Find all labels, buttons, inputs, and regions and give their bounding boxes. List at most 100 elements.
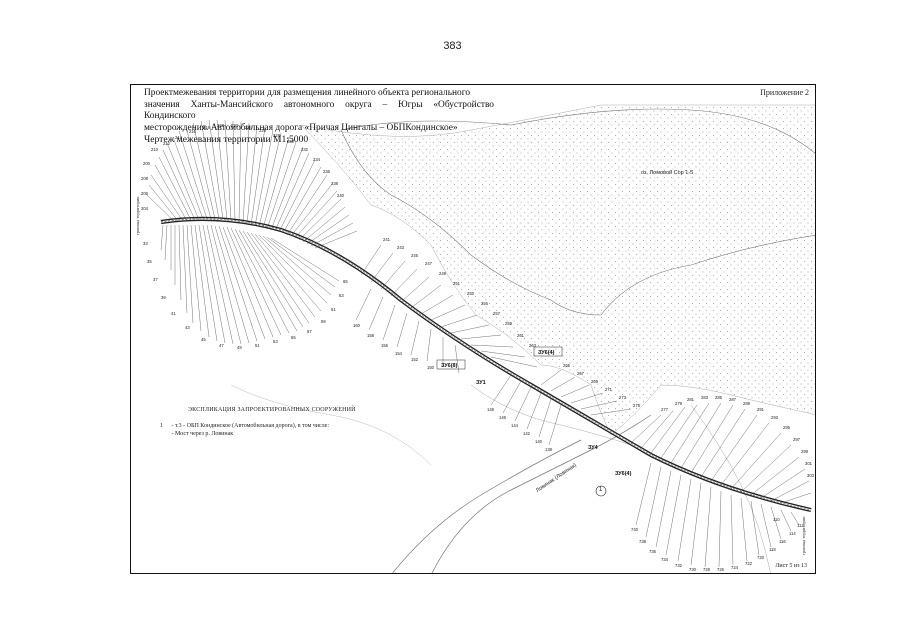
svg-text:299: 299 [801,449,809,454]
vertical-label-right: граница территории [801,516,806,555]
zone-box [533,346,563,357]
legend-key: 1 [160,423,163,429]
object-marker-label: 1 [599,487,603,493]
svg-text:297: 297 [793,437,801,442]
legend-row: - Мост через р. Ловинак [160,430,420,438]
svg-text:251: 251 [453,281,461,286]
svg-text:728: 728 [703,567,711,572]
terrain-contour [470,384,632,446]
legend: ЭКСПЛИКАЦИЯ ЗАПРОЕКТИРОВАННЫХ СООРУЖЕНИЙ… [160,407,420,438]
svg-text:238: 238 [331,181,339,186]
svg-text:214: 214 [175,135,183,140]
svg-text:152: 152 [411,357,419,362]
svg-text:142: 142 [523,431,531,436]
svg-text:230: 230 [287,139,295,144]
svg-text:37: 37 [153,277,158,282]
svg-text:114: 114 [789,531,796,536]
svg-text:116: 116 [779,539,786,544]
svg-text:110: 110 [773,517,780,522]
svg-text:281: 281 [687,397,695,402]
svg-text:65: 65 [343,279,348,284]
svg-text:220: 220 [217,123,225,128]
svg-text:259: 259 [505,321,513,326]
svg-text:273: 273 [619,395,627,400]
svg-text:228: 228 [273,133,281,138]
svg-text:118: 118 [769,547,776,552]
svg-text:253: 253 [467,291,475,296]
svg-text:234: 234 [313,157,321,162]
lake-label: оз. Ломовой Сор 1-5 [641,170,694,176]
svg-text:722: 722 [745,561,753,566]
svg-text:222: 222 [231,123,239,128]
svg-text:738: 738 [639,539,647,544]
svg-text:724: 724 [731,565,739,570]
svg-text:732: 732 [675,563,683,568]
svg-text:57: 57 [307,329,312,334]
svg-text:730: 730 [689,567,697,572]
svg-text:112: 112 [797,523,804,528]
svg-text:726: 726 [717,567,725,572]
svg-text:47: 47 [219,343,224,348]
svg-text:206: 206 [141,191,149,196]
svg-text:295: 295 [783,425,791,430]
zone-label: ЗУ1 [476,380,486,386]
svg-text:740: 740 [631,527,639,532]
svg-text:200: 200 [143,161,151,166]
svg-text:41: 41 [171,311,176,316]
svg-text:232: 232 [301,147,309,152]
svg-text:49: 49 [237,345,242,350]
svg-text:243: 243 [397,245,405,250]
svg-text:210: 210 [151,147,159,152]
lake-outline [340,108,815,316]
svg-text:265: 265 [563,363,571,368]
svg-text:277: 277 [661,407,669,412]
svg-text:249: 249 [439,271,447,276]
legend-text: - Мост через р. Ловинак [171,431,234,437]
title-line-3: месторождения. Автомобильная дорога «При… [144,122,458,133]
sheet-label: Лист 5 из 13 [775,563,807,569]
svg-text:55: 55 [291,335,296,340]
svg-text:45: 45 [201,337,206,342]
svg-text:39: 39 [161,295,166,300]
terrain-contour [230,384,432,466]
svg-text:61: 61 [331,307,336,312]
svg-text:216: 216 [189,129,197,134]
svg-text:212: 212 [163,141,171,146]
svg-text:146: 146 [499,415,507,420]
svg-text:148: 148 [487,407,495,412]
zone-box [436,359,466,370]
svg-text:291: 291 [757,407,765,412]
svg-text:35: 35 [147,259,152,264]
right-fan-leaders [630,402,812,568]
zone-label: ЗУ6(8) [441,363,458,369]
river-channel [392,439,582,573]
zone-label: ЗУ4 [588,445,598,451]
svg-text:236: 236 [323,169,331,174]
svg-text:160: 160 [353,323,361,328]
svg-text:271: 271 [605,387,613,392]
svg-text:150: 150 [427,365,435,370]
svg-text:303: 303 [807,473,815,478]
terrain-contour [690,404,771,573]
svg-text:261: 261 [517,333,525,338]
title-block: Проектмежевания территории для размещени… [144,88,494,146]
svg-text:218: 218 [203,125,211,130]
svg-text:226: 226 [259,128,267,133]
svg-text:156: 156 [381,343,389,348]
legend-row: 1 - т.3 - ОБП Кондинское (Автомобильная … [160,422,420,430]
svg-text:59: 59 [321,319,326,324]
svg-text:283: 283 [701,395,709,400]
page-number: 383 [443,40,462,52]
left-fan-leaders [146,119,358,249]
svg-text:255: 255 [481,301,489,306]
svg-text:285: 285 [715,395,723,400]
svg-text:289: 289 [743,401,751,406]
legend-text: - т.3 - ОБП Кондинское (Автомобильная до… [171,423,330,429]
svg-text:263: 263 [529,343,537,348]
drawing-scale: Чертеж межевания территории М1:5000 [144,134,309,146]
svg-text:247: 247 [425,261,433,266]
legend-title: ЭКСПЛИКАЦИЯ ЗАПРОЕКТИРОВАННЫХ СООРУЖЕНИЙ [188,407,356,413]
svg-text:257: 257 [493,311,501,316]
